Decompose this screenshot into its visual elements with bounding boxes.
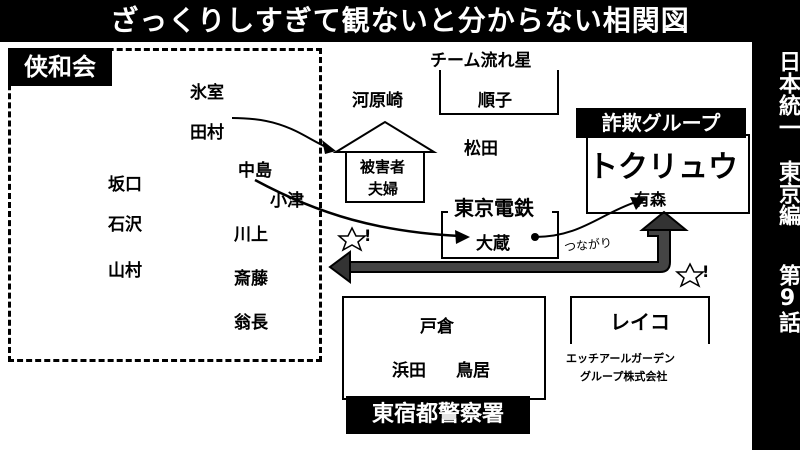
sparkle-right: [674, 262, 706, 288]
member-junko: 順子: [478, 91, 512, 111]
member-ishizawa: 石沢: [108, 215, 142, 235]
member-kawakami: 川上: [234, 225, 268, 245]
reiko-label: レイコ: [610, 310, 670, 334]
reiko-company-line2: グループ株式会社: [580, 370, 668, 383]
arrowhead-victims: [322, 140, 336, 154]
bang-right: !: [702, 262, 710, 281]
member-onaga: 翁長: [234, 313, 268, 333]
member-ozu: 小津: [270, 191, 304, 211]
arrow-okura-arimori: [534, 201, 637, 238]
police-label: 東宿都警察署: [346, 396, 530, 434]
member-nakajima: 中島: [238, 161, 272, 181]
reiko-box: [570, 296, 710, 344]
member-okura: 大蔵: [476, 234, 510, 254]
nagareboshi-label: チーム流れ星: [430, 51, 532, 71]
matsuda: 松田: [464, 139, 498, 159]
dentetsu-label: 東京電鉄: [452, 192, 536, 221]
victims-line2: 夫婦: [368, 180, 399, 198]
series-subtitle: 東京編: [775, 160, 800, 226]
kawaharazaki: 河原崎: [352, 91, 403, 111]
fraud-group-label: 詐欺グループ: [576, 108, 746, 138]
house-body: [345, 151, 425, 203]
member-tamura: 田村: [190, 123, 224, 143]
reiko-company-line1: エッチアールガーデン: [566, 352, 676, 365]
arrowhead-okura: [455, 230, 470, 244]
big-arrow-body: [347, 227, 671, 273]
member-himuro: 氷室: [190, 83, 224, 103]
nagareboshi-bracket: [439, 70, 559, 115]
arrowhead-arimori: [630, 197, 646, 210]
dentetsu-bracket: [441, 211, 559, 259]
member-yamamura: 山村: [108, 261, 142, 281]
side-bar: [752, 42, 800, 450]
series-title: 日本統一: [775, 50, 800, 138]
episode-number: 第9話: [775, 263, 800, 333]
page-title: ざっくりしすぎて観ないと分からない相関図: [0, 0, 800, 42]
tokuryu-name: トクリュウ: [588, 150, 738, 185]
arrow-nakajima-okura: [254, 178, 461, 238]
house-roof: [332, 120, 438, 153]
victims-line1: 被害者: [360, 158, 406, 176]
bang-left: !: [364, 226, 372, 245]
member-sakaguchi: 坂口: [108, 175, 142, 195]
kyowakai-box: [8, 48, 322, 362]
big-arrow-head-up: [639, 210, 689, 231]
member-torii: 鳥居: [456, 361, 490, 381]
big-arrow-head-left: [328, 250, 351, 284]
member-hamada: 浜田: [392, 361, 426, 381]
member-saito: 斎藤: [234, 269, 268, 289]
member-arimori: 有森: [634, 190, 667, 209]
member-tokura: 戸倉: [420, 317, 454, 337]
sparkle-left: [336, 226, 368, 252]
kyowakai-label: 侠和会: [8, 48, 112, 86]
